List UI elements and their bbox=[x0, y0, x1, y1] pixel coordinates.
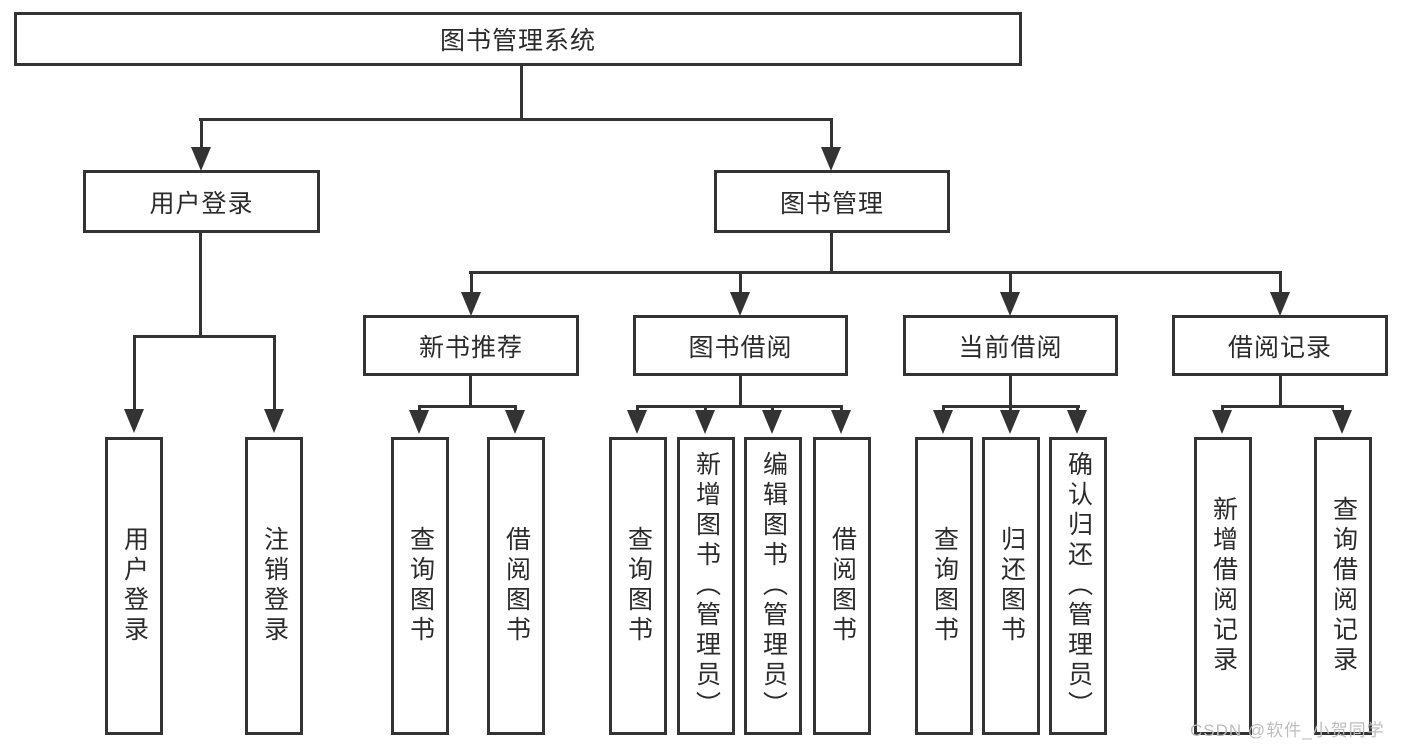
connector-stem-user-login bbox=[199, 233, 202, 337]
connector-stem-borrowing-records bbox=[1279, 376, 1282, 408]
connector-drop-leaf bbox=[514, 405, 517, 414]
arrow-down-icon bbox=[1270, 292, 1290, 316]
arrow-down-icon bbox=[762, 410, 782, 434]
leaf-logout: 注销登录 bbox=[245, 437, 303, 735]
connector-rail-records-group bbox=[1221, 405, 1344, 408]
connector-drop-leaf bbox=[704, 405, 707, 414]
arrow-down-icon bbox=[505, 410, 525, 434]
arrow-down-icon bbox=[461, 292, 481, 316]
arrow-down-icon bbox=[264, 409, 284, 433]
node-new-book-recommendation: 新书推荐 bbox=[363, 315, 579, 376]
connector-stem-new-book-recommendation bbox=[469, 376, 472, 408]
arrow-down-icon bbox=[695, 410, 715, 434]
leaf-recommend-query-book: 查询图书 bbox=[391, 437, 449, 735]
connector-drop-user-login bbox=[200, 118, 203, 150]
leaf-current-return-book: 归还图书 bbox=[982, 437, 1040, 735]
connector-drop-leaf bbox=[942, 405, 945, 414]
leaf-user-login: 用户登录 bbox=[105, 437, 163, 735]
watermark-text: CSDN @软件_小贺同学 bbox=[1190, 721, 1385, 740]
arrow-down-icon bbox=[627, 410, 647, 434]
connector-rail-borrowing-group bbox=[636, 405, 843, 408]
node-library-management-system: 图书管理系统 bbox=[14, 12, 1022, 66]
connector-rail-level2 bbox=[469, 271, 1282, 274]
connector-drop-leaf bbox=[1076, 405, 1079, 414]
arrow-down-icon bbox=[1067, 410, 1087, 434]
connector-drop-leaf bbox=[418, 405, 421, 414]
connector-drop-book-management bbox=[830, 118, 833, 150]
arrow-down-icon bbox=[124, 409, 144, 433]
connector-drop-new-book-recommendation bbox=[470, 271, 473, 295]
node-book-borrowing: 图书借阅 bbox=[633, 315, 848, 376]
connector-drop-borrowing-records bbox=[1279, 271, 1282, 295]
leaf-current-query-book: 查询图书 bbox=[915, 437, 973, 735]
connector-drop-leaf bbox=[273, 335, 276, 412]
node-borrowing-records: 借阅记录 bbox=[1172, 315, 1388, 376]
arrow-down-icon bbox=[1000, 292, 1020, 316]
arrow-down-icon bbox=[831, 410, 851, 434]
connector-drop-leaf bbox=[771, 405, 774, 414]
connector-stem-root bbox=[520, 66, 523, 120]
connector-rail-user-login-group bbox=[133, 335, 276, 338]
connector-drop-leaf bbox=[840, 405, 843, 414]
connector-drop-leaf bbox=[133, 335, 136, 412]
connector-drop-book-borrowing bbox=[739, 271, 742, 295]
leaf-borrowing-edit-book-admin: 编辑图书（管理员） bbox=[744, 437, 802, 735]
connector-rail-level1 bbox=[199, 118, 833, 121]
connector-stem-book-borrowing bbox=[739, 376, 742, 408]
arrow-down-icon bbox=[1332, 410, 1352, 434]
connector-stem-book-management bbox=[830, 233, 833, 274]
connector-drop-leaf bbox=[636, 405, 639, 414]
connector-drop-current-borrowing bbox=[1009, 271, 1012, 295]
arrow-down-icon bbox=[730, 292, 750, 316]
arrow-down-icon bbox=[1212, 410, 1232, 434]
leaf-recommend-borrow-book: 借阅图书 bbox=[487, 437, 545, 735]
arrow-down-icon bbox=[821, 147, 841, 171]
node-book-management: 图书管理 bbox=[714, 170, 950, 233]
node-current-borrowing: 当前借阅 bbox=[903, 315, 1118, 376]
leaf-current-confirm-return-admin: 确认归还（管理员） bbox=[1049, 437, 1107, 735]
arrow-down-icon bbox=[409, 410, 429, 434]
connector-stem-current-borrowing bbox=[1009, 376, 1012, 408]
leaf-records-query-record: 查询借阅记录 bbox=[1314, 437, 1372, 735]
arrow-down-icon bbox=[933, 410, 953, 434]
connector-rail-recommend-group bbox=[418, 405, 517, 408]
arrow-down-icon bbox=[1000, 410, 1020, 434]
leaf-records-add-record: 新增借阅记录 bbox=[1194, 437, 1252, 735]
connector-drop-leaf bbox=[1341, 405, 1344, 414]
leaf-borrowing-borrow-book: 借阅图书 bbox=[813, 437, 871, 735]
connector-drop-leaf bbox=[1221, 405, 1224, 414]
connector-drop-leaf bbox=[1009, 405, 1012, 414]
leaf-borrowing-query-book: 查询图书 bbox=[609, 437, 667, 735]
node-user-login: 用户登录 bbox=[83, 170, 320, 233]
arrow-down-icon bbox=[191, 147, 211, 171]
leaf-borrowing-add-book-admin: 新增图书（管理员） bbox=[677, 437, 735, 735]
